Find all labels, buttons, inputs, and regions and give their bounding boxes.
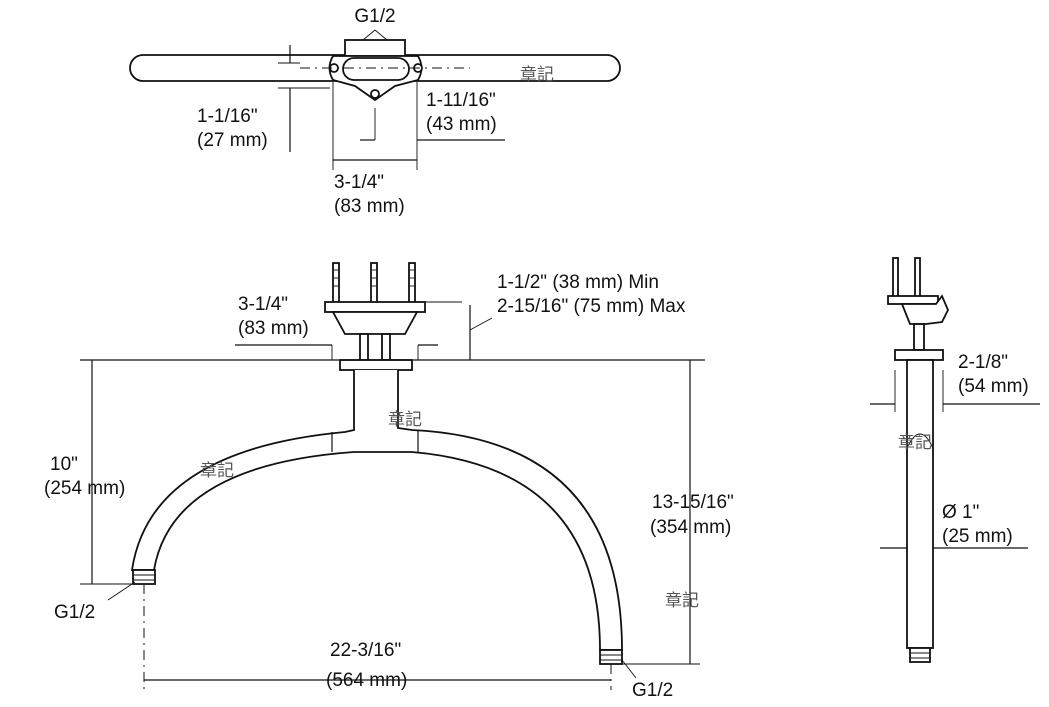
side-drop-pipe — [906, 359, 934, 649]
side-dim-pipe-imperial: Ø 1" — [942, 502, 979, 523]
watermark: 章記 — [520, 65, 554, 85]
watermark: 章記 — [665, 591, 699, 611]
dim-span-imperial: 22-3/16" — [330, 640, 401, 661]
dim-base-imperial: 3-1/4" — [334, 172, 384, 193]
top-view-mount-block — [344, 39, 406, 57]
dim-drop-left-imperial: 10" — [50, 454, 78, 475]
watermark: 章記 — [898, 433, 932, 453]
front-view: 3-1/4" (83 mm) 1-1/2" (38 mm) Min 2-15/1… — [44, 262, 734, 701]
watermark: 章記 — [388, 410, 422, 430]
threaded-studs — [332, 262, 416, 304]
top-view-thread-label: G1/2 — [354, 6, 395, 27]
shower-arm-outer — [130, 370, 623, 651]
side-flange — [894, 349, 944, 361]
thread-right-label: G1/2 — [632, 680, 673, 701]
dim-ceiling-max: 2-15/16" (75 mm) Max — [497, 296, 686, 317]
side-dim-pipe-metric: (25 mm) — [942, 526, 1013, 547]
side-outlet-thread — [909, 647, 931, 663]
dim-base-metric: (83 mm) — [334, 196, 405, 217]
top-view-oval — [342, 57, 410, 81]
mount-housing — [331, 311, 419, 335]
dim-ceiling-min: 1-1/2" (38 mm) Min — [497, 272, 659, 293]
dim-drop-right-imperial: 13-15/16" — [652, 492, 734, 513]
dim-offset-metric: (27 mm) — [197, 130, 268, 151]
ceiling-flange — [339, 359, 413, 371]
side-dim-flange-metric: (54 mm) — [958, 376, 1029, 397]
dim-flange-imperial: 3-1/4" — [238, 294, 288, 315]
dim-flange-metric: (83 mm) — [238, 318, 309, 339]
screw-hole — [370, 89, 380, 99]
side-view: 2-1/8" (54 mm) Ø 1" (25 mm) 章記 — [870, 257, 1040, 663]
top-view: G1/2 1-1/16" (27 mm) 1-11/16" (43 mm) 3-… — [129, 6, 621, 217]
side-mounting-plate — [887, 295, 939, 305]
watermark: 章記 — [200, 461, 234, 481]
thread-left-label: G1/2 — [54, 602, 95, 623]
dim-offset-imperial: 1-1/16" — [197, 106, 258, 127]
dim-drop-right-metric: (354 mm) — [650, 517, 731, 538]
mounting-plate — [324, 301, 426, 313]
dim-drop-left-metric: (254 mm) — [44, 478, 125, 499]
dim-span-metric: (564 mm) — [326, 670, 407, 691]
dim-bracket-imperial: 1-11/16" — [426, 90, 496, 111]
left-outlet-thread — [132, 569, 156, 585]
side-mount-housing — [900, 294, 949, 325]
right-outlet-thread — [599, 649, 623, 665]
side-dim-flange-imperial: 2-1/8" — [958, 352, 1008, 373]
dim-bracket-metric: (43 mm) — [426, 114, 497, 135]
